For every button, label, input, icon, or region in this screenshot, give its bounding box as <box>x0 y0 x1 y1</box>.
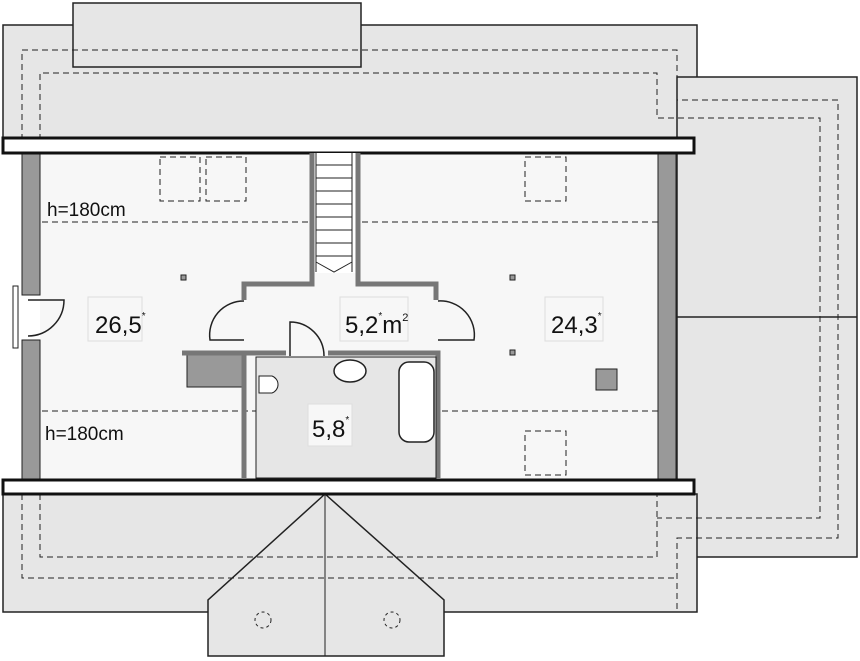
chimney-roof <box>72 2 362 68</box>
door-bathroom <box>289 321 325 357</box>
door-hall-left <box>208 300 245 341</box>
sink <box>333 359 367 383</box>
chimney <box>595 368 618 391</box>
area-value: 26,5 <box>95 312 142 339</box>
area-mark: * <box>142 311 146 322</box>
bottom-wall-bar <box>1 478 696 496</box>
room-area-left: 26,5* <box>95 311 146 339</box>
bathtub <box>398 361 435 443</box>
toilet <box>258 375 279 394</box>
height-label-top: h=180cm <box>47 200 126 221</box>
window <box>12 285 19 349</box>
area-mark: * <box>378 311 382 322</box>
top-wall-bar <box>1 136 696 155</box>
room-area-hall: 5,2*m2 <box>345 311 408 339</box>
door-left <box>27 299 65 337</box>
door-hall-right <box>437 300 476 341</box>
room-area-bathroom: 5,8* <box>312 415 349 443</box>
area-unit: m <box>382 312 402 339</box>
area-mark: * <box>598 311 602 322</box>
area-value: 24,3 <box>551 312 598 339</box>
height-label-bottom: h=180cm <box>45 424 124 445</box>
gable-roof <box>207 492 445 657</box>
area-value: 5,2 <box>345 312 378 339</box>
area-value: 5,8 <box>312 416 345 443</box>
left-wall <box>21 152 41 296</box>
stairs <box>310 153 358 273</box>
area-unit-sup: 2 <box>402 312 408 324</box>
left-wall <box>21 339 41 481</box>
room-area-right: 24,3* <box>551 311 602 339</box>
right-wall <box>657 152 677 481</box>
area-mark: * <box>345 415 349 426</box>
